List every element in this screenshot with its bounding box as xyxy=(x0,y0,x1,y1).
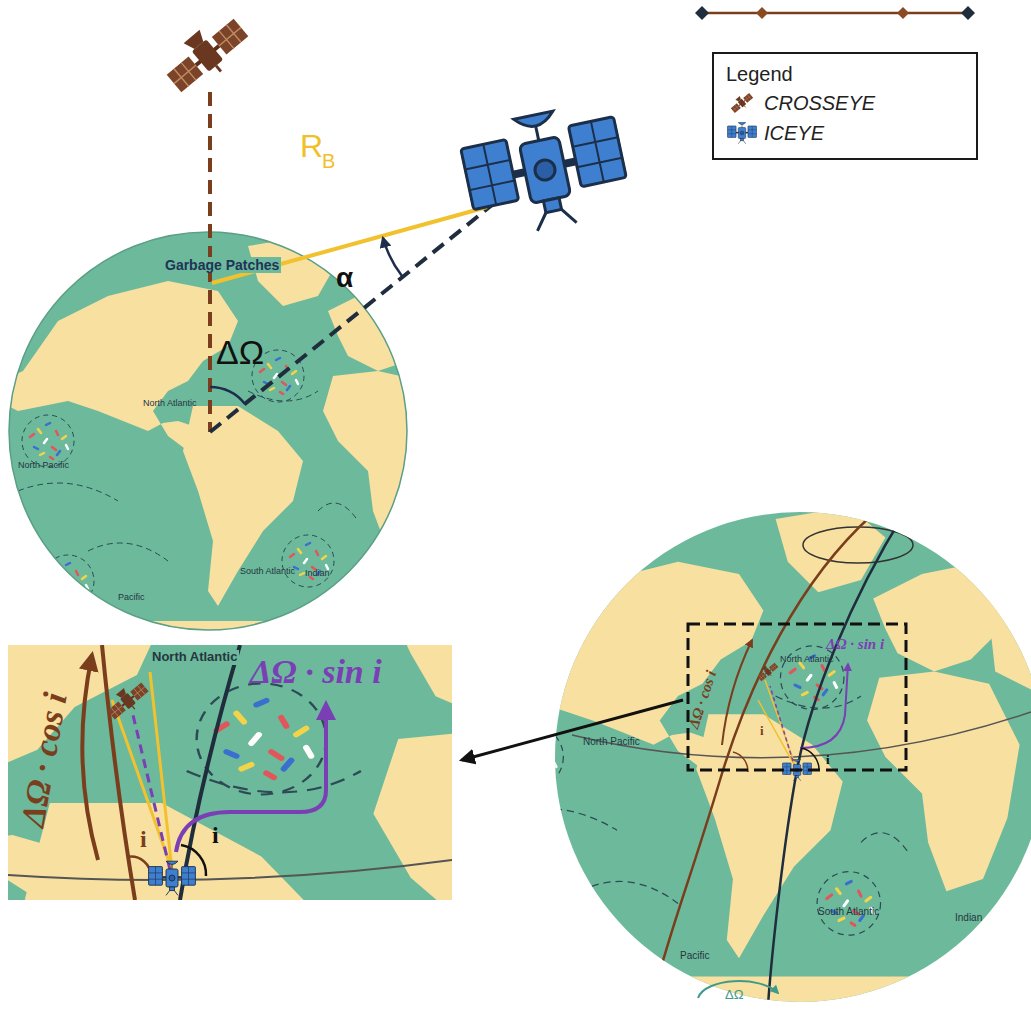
scale-bar xyxy=(695,6,975,20)
ocean-label: North Pacific xyxy=(583,736,640,748)
ocean-label: North Pacific xyxy=(18,460,69,470)
ocean-label: North Atlantic xyxy=(150,650,239,665)
inclination-label: i xyxy=(140,826,147,854)
inclination-label: i xyxy=(826,753,830,768)
component-label: ΔΩ · sin i xyxy=(826,636,884,653)
ocean-label: Pacific xyxy=(118,592,145,602)
delta-omega-arc xyxy=(210,387,245,404)
ocean-label: South Atlantic xyxy=(240,566,295,576)
legend-title: Legend xyxy=(726,62,964,86)
rotation-label: ΔΩ xyxy=(725,988,743,1003)
legend-text: CROSSEYE xyxy=(764,91,875,115)
legend-text: ICEYE xyxy=(764,121,824,145)
component-label: ΔΩ · sin i xyxy=(250,652,382,691)
map-title: Garbage Patches xyxy=(163,257,281,273)
iceye-satellite xyxy=(457,99,633,243)
legend-box: LegendCROSSEYE ICEYE xyxy=(712,52,978,160)
zoom-arrow xyxy=(462,700,683,760)
sin-arrow xyxy=(800,664,848,748)
legend-icon xyxy=(726,90,758,116)
iceye-nadir-line xyxy=(210,205,492,432)
inclination-label: i xyxy=(212,822,219,850)
crosseye-satellite xyxy=(158,8,254,99)
ocean-label: Indian xyxy=(305,568,330,578)
crosseye-satellite xyxy=(756,660,780,683)
legend-row: CROSSEYE xyxy=(726,90,964,116)
ocean-label: South Atlantic xyxy=(818,906,879,918)
zoom-inset xyxy=(8,645,452,900)
inclination-label: i xyxy=(760,724,764,739)
cross-track-line xyxy=(770,686,795,768)
baseline-lines xyxy=(758,680,797,770)
angle-label: α xyxy=(336,262,353,294)
ocean-label: North Atlantic xyxy=(143,398,197,408)
cos-arrow xyxy=(722,640,752,745)
range-subscript: B xyxy=(322,150,335,173)
alpha-arc xyxy=(383,238,402,276)
zoom-frame xyxy=(688,624,906,770)
range-symbol: R xyxy=(300,128,323,165)
legend-icon xyxy=(726,120,758,146)
ocean-label: Indian xyxy=(955,912,982,924)
ocean-label: Pacific xyxy=(680,950,709,962)
legend-row: ICEYE xyxy=(726,120,964,146)
angle-label: ΔΩ xyxy=(216,333,264,372)
ocean-label: North Atlantic xyxy=(780,654,834,664)
